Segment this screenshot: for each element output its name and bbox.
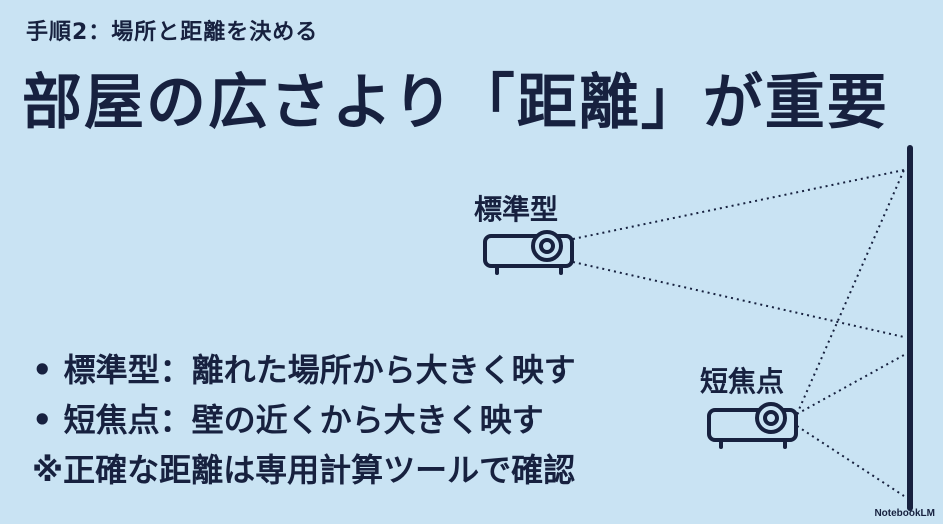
step-label: 手順2：場所と距離を決める xyxy=(26,20,319,45)
short-throw-projector-icon xyxy=(707,402,798,449)
standard-projector-label: 標準型 xyxy=(474,193,559,226)
standard-projection-beams xyxy=(572,169,905,338)
short-throw-projector-label: 短焦点 xyxy=(700,365,785,398)
page-title: 部屋の広さより「距離」が重要 xyxy=(22,68,889,138)
standard-projector-icon xyxy=(483,230,574,275)
short-throw-projection-beams xyxy=(796,169,905,497)
notebooklm-watermark: NotebookLM xyxy=(874,508,935,519)
bullet-short-throw: • 短焦点：壁の近くから大きく映す xyxy=(32,401,544,439)
bullet-note: ※正確な距離は専用計算ツールで確認 xyxy=(32,451,576,489)
bullet-standard: • 標準型：離れた場所から大きく映す xyxy=(32,351,576,389)
bullet-list: • 標準型：離れた場所から大きく映す • 短焦点：壁の近くから大きく映す ※正確… xyxy=(32,345,576,495)
